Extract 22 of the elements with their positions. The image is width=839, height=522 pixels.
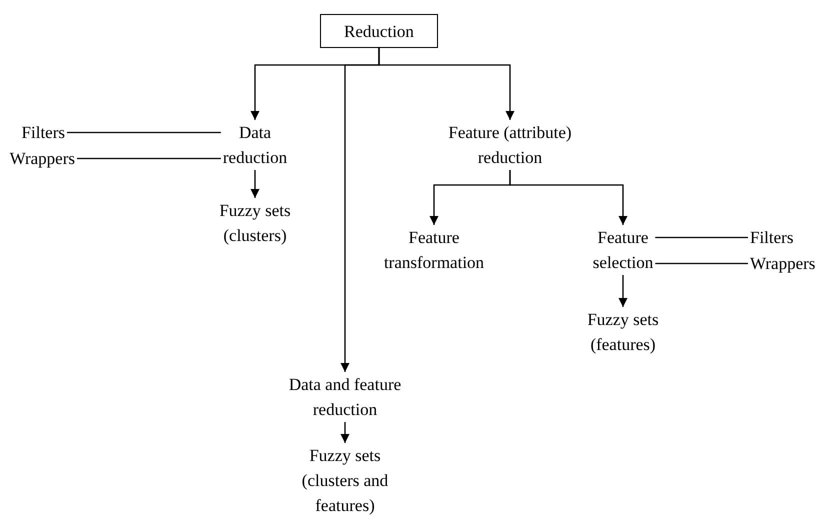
connector-line — [655, 262, 748, 264]
connector-line — [77, 158, 221, 160]
arrow — [378, 48, 514, 120]
node-label: Data reduction — [215, 120, 295, 170]
connector-line — [655, 236, 748, 238]
arrow — [340, 421, 350, 443]
node-label: Wrappers — [750, 251, 830, 276]
node-label: Feature (attribute) reduction — [435, 120, 585, 170]
process-box: Reduction — [320, 14, 438, 48]
arrow — [618, 274, 628, 307]
arrow — [250, 169, 260, 198]
node-label: Feature selection — [587, 225, 659, 275]
connector-line — [67, 132, 221, 134]
node-label: Filters — [750, 225, 810, 250]
node-label: Fuzzy sets (clusters) — [212, 198, 298, 248]
node-label: Wrappers — [0, 146, 75, 171]
node-label: Feature transformation — [375, 225, 493, 275]
node-label: Fuzzy sets (features) — [580, 307, 666, 357]
arrow — [509, 170, 628, 225]
node-label: Filters — [5, 120, 65, 145]
node-label: Data and feature reduction — [270, 372, 420, 422]
node-label: Fuzzy sets (clusters and features) — [290, 443, 400, 518]
